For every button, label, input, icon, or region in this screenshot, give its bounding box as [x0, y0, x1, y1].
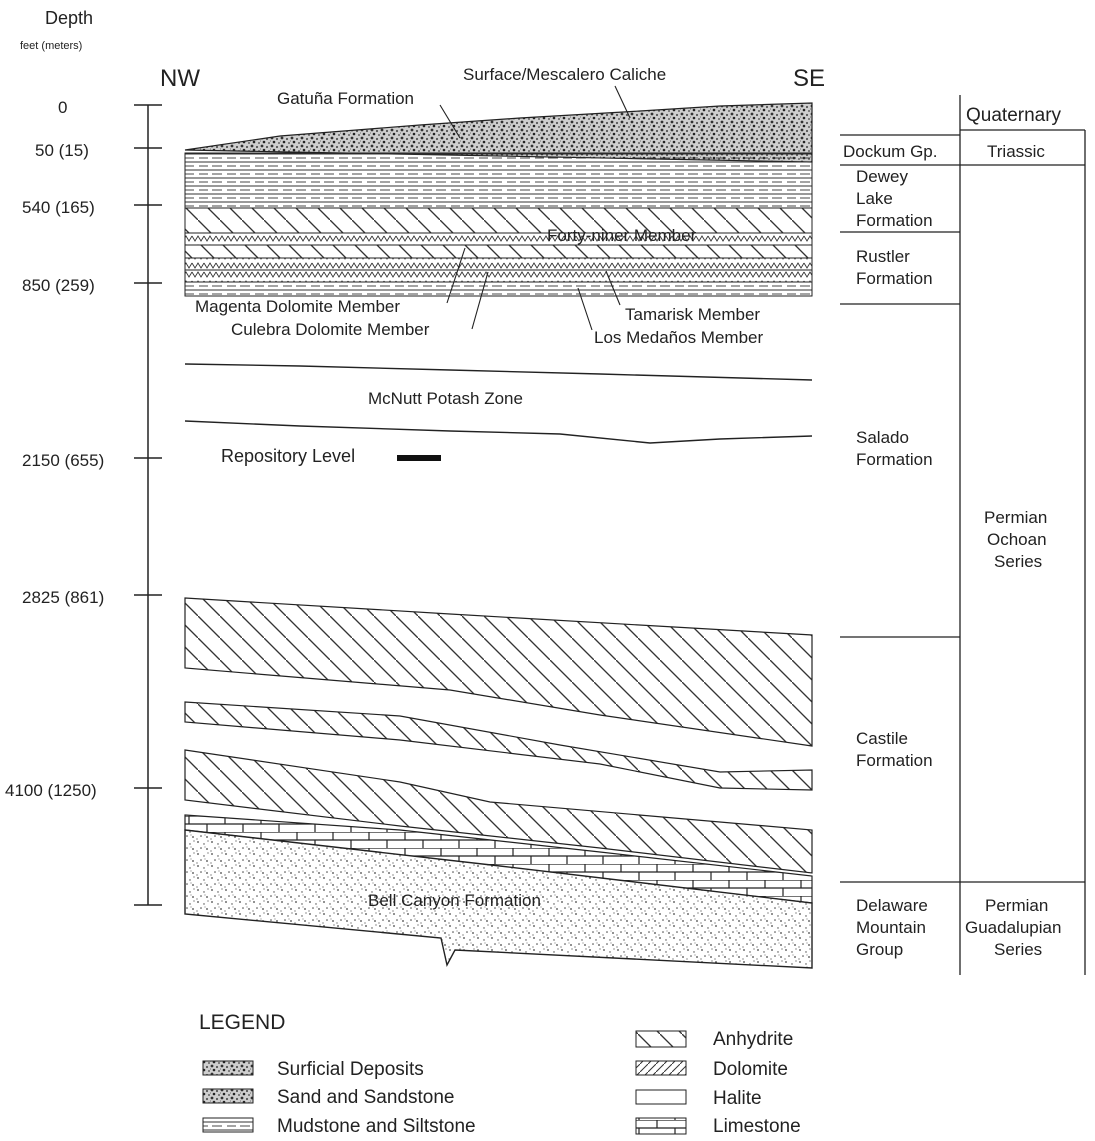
legend-swatch-limestone	[635, 1117, 687, 1135]
depth-axis	[134, 104, 162, 906]
castile-anhydrite-upper	[184, 597, 813, 747]
formation-castile-line: Castile	[856, 729, 908, 748]
formation-dewey-line: Lake	[856, 189, 893, 208]
nw-label: NW	[160, 65, 200, 92]
period-guadalupian-line: Series	[994, 940, 1042, 959]
bell-canyon-layer	[184, 829, 813, 969]
depth-tick-label: 540 (165)	[22, 198, 95, 217]
depth-tick-label: 0	[58, 98, 67, 117]
label-tamarisk: Tamarisk Member	[625, 305, 760, 324]
repository-marker	[397, 455, 441, 461]
castile-anhydrite-lower	[184, 749, 813, 874]
label-forty-niner: Forty-niner Member	[547, 226, 697, 245]
label-surface-caliche: Surface/Mescalero Caliche	[463, 65, 666, 84]
label-los-medanos: Los Medaños Member	[594, 328, 763, 347]
legend-label: Anhydrite	[713, 1029, 793, 1050]
label-magenta: Magenta Dolomite Member	[195, 297, 400, 316]
depth-tick-label: 850 (259)	[22, 276, 95, 295]
legend-swatch-surficial	[202, 1060, 254, 1076]
period-guadalupian-line: Guadalupian	[965, 918, 1061, 937]
formation-salado-line: Salado	[856, 428, 909, 447]
depth-tick-label: 4100 (1250)	[5, 781, 97, 800]
formation-dewey-line: Dewey	[856, 167, 908, 186]
stratigraphic-column	[840, 95, 1086, 975]
legend-swatch-mudstone	[202, 1117, 254, 1133]
legend-title: LEGEND	[199, 1011, 285, 1034]
se-label: SE	[793, 65, 825, 92]
legend-label: Surficial Deposits	[277, 1059, 424, 1080]
period-quaternary: Quaternary	[966, 105, 1062, 126]
tamarisk-layer	[184, 269, 813, 283]
depth-subtitle: feet (meters)	[20, 40, 82, 52]
formation-delaware-line: Delaware	[856, 896, 928, 915]
mcnutt-bottom-line	[184, 420, 813, 444]
magenta-dolomite-layer	[184, 232, 813, 246]
surficial-deposits-layer	[184, 102, 813, 163]
formation-delaware-line: Group	[856, 940, 903, 959]
formation-dockum: Dockum Gp.	[843, 142, 937, 161]
legend-label: Mudstone and Siltstone	[277, 1116, 476, 1137]
legend-label: Halite	[713, 1088, 762, 1109]
formation-salado-line: Formation	[856, 450, 933, 469]
mudstone-layer	[184, 152, 813, 209]
forty-niner-anhydrite-layer	[184, 207, 813, 234]
legend-label: Dolomite	[713, 1059, 788, 1080]
legend-swatch-halite	[635, 1089, 687, 1105]
formation-castile-line: Formation	[856, 751, 933, 770]
los-medanos-layer	[184, 281, 813, 297]
period-guadalupian-line: Permian	[985, 896, 1048, 915]
legend-swatch-sand	[202, 1088, 254, 1104]
label-gatuna: Gatuña Formation	[277, 89, 414, 108]
depth-tick-label: 2150 (655)	[22, 451, 104, 470]
legend-label: Limestone	[713, 1116, 801, 1137]
period-ochoan-line: Ochoan	[987, 530, 1047, 549]
legend-swatch-dolomite	[635, 1060, 687, 1076]
culebra-dolomite-layer	[184, 257, 813, 271]
formation-rustler-line: Formation	[856, 269, 933, 288]
legend-label: Sand and Sandstone	[277, 1087, 455, 1108]
legend-swatch-anhydrite	[635, 1030, 687, 1048]
depth-title: Depth	[45, 8, 93, 28]
cross-section-layers	[184, 102, 813, 969]
depth-tick-label: 50 (15)	[35, 141, 89, 160]
label-leader-lines	[439, 85, 631, 331]
period-ochoan-line: Series	[994, 552, 1042, 571]
formation-dewey-line: Formation	[856, 211, 933, 230]
period-ochoan-line: Permian	[984, 508, 1047, 527]
label-repository: Repository Level	[221, 446, 355, 466]
label-bell-canyon: Bell Canyon Formation	[368, 891, 541, 910]
formation-delaware-line: Mountain	[856, 918, 926, 937]
anhydrite-thin-layer	[184, 244, 813, 259]
depth-tick-label: 2825 (861)	[22, 588, 104, 607]
label-culebra: Culebra Dolomite Member	[231, 320, 430, 339]
formation-rustler-line: Rustler	[856, 247, 910, 266]
castile-anhydrite-middle	[184, 701, 813, 791]
mcnutt-top-line	[184, 363, 813, 381]
period-triassic: Triassic	[987, 142, 1045, 161]
label-mcnutt: McNutt Potash Zone	[368, 389, 523, 408]
legend-swatches	[202, 1030, 687, 1135]
